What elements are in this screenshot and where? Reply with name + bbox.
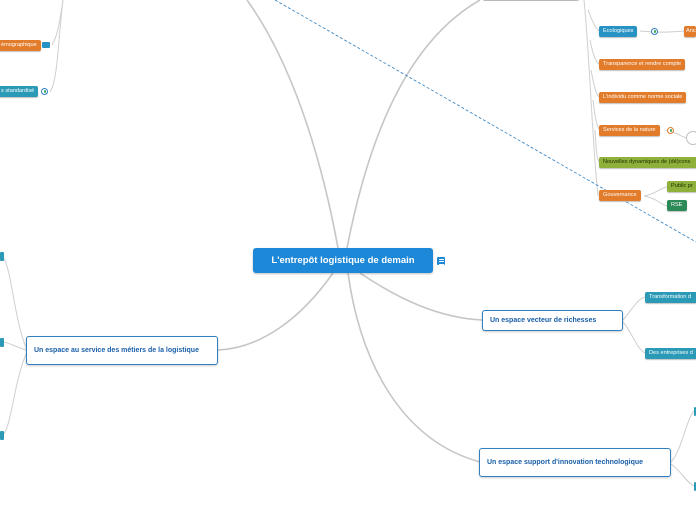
collapsed-subtopic-stub[interactable] bbox=[0, 431, 4, 440]
subtopic-anc[interactable]: Anc bbox=[684, 26, 696, 37]
subtopic-standardise[interactable]: s standardisé bbox=[0, 86, 39, 97]
collapsed-subtopic-stub[interactable] bbox=[0, 252, 4, 261]
subtopic-transformation[interactable]: Transformation d bbox=[645, 292, 696, 303]
collapsed-child-bubble[interactable] bbox=[686, 131, 696, 145]
topic-metiers[interactable]: Un espace au service des métiers de la l… bbox=[26, 336, 218, 365]
subtopic-rse[interactable]: RSE bbox=[667, 200, 687, 211]
subtopic-services-nature[interactable]: Services de la nature bbox=[599, 125, 660, 136]
collapsed-subtopic-stub[interactable] bbox=[694, 482, 696, 491]
cut-off-node-top[interactable] bbox=[482, 0, 580, 1]
subtopic-des-entreprises[interactable]: Des entreprises d bbox=[645, 348, 696, 359]
globe-icon bbox=[651, 28, 658, 35]
subtopic-ecologiques[interactable]: Ecologiques bbox=[599, 26, 638, 37]
topic-richesses[interactable]: Un espace vecteur de richesses bbox=[482, 310, 623, 331]
subtopic-transparence[interactable]: Transparence et rendre compte bbox=[599, 59, 686, 70]
central-topic[interactable]: L'entrepôt logistique de demain bbox=[253, 248, 433, 273]
topic-innovation[interactable]: Un espace support d'innovation technolog… bbox=[479, 448, 671, 477]
subtopic-individu[interactable]: L'individu comme norme sociale bbox=[599, 92, 687, 103]
globe-icon bbox=[667, 127, 674, 134]
topic-richesses-label: Un espace vecteur de richesses bbox=[490, 317, 597, 324]
subtopic-gouvernance[interactable]: Gouvernance bbox=[599, 190, 641, 201]
globe-icon bbox=[41, 88, 48, 95]
topic-metiers-label: Un espace au service des métiers de la l… bbox=[34, 347, 199, 354]
subtopic-demographique[interactable]: émographique bbox=[0, 40, 41, 51]
topic-innovation-label: Un espace support d'innovation technolog… bbox=[487, 459, 644, 466]
collapsed-subtopic-stub[interactable] bbox=[0, 338, 4, 347]
notes-icon[interactable] bbox=[437, 257, 445, 265]
badge-icon bbox=[42, 42, 50, 48]
subtopic-public-pr[interactable]: Public pr bbox=[667, 181, 696, 192]
subtopic-nouvelles-dynamiques[interactable]: Nouvelles dynamiques de (dé)cons bbox=[599, 157, 696, 168]
collapsed-subtopic-stub[interactable] bbox=[694, 407, 696, 416]
